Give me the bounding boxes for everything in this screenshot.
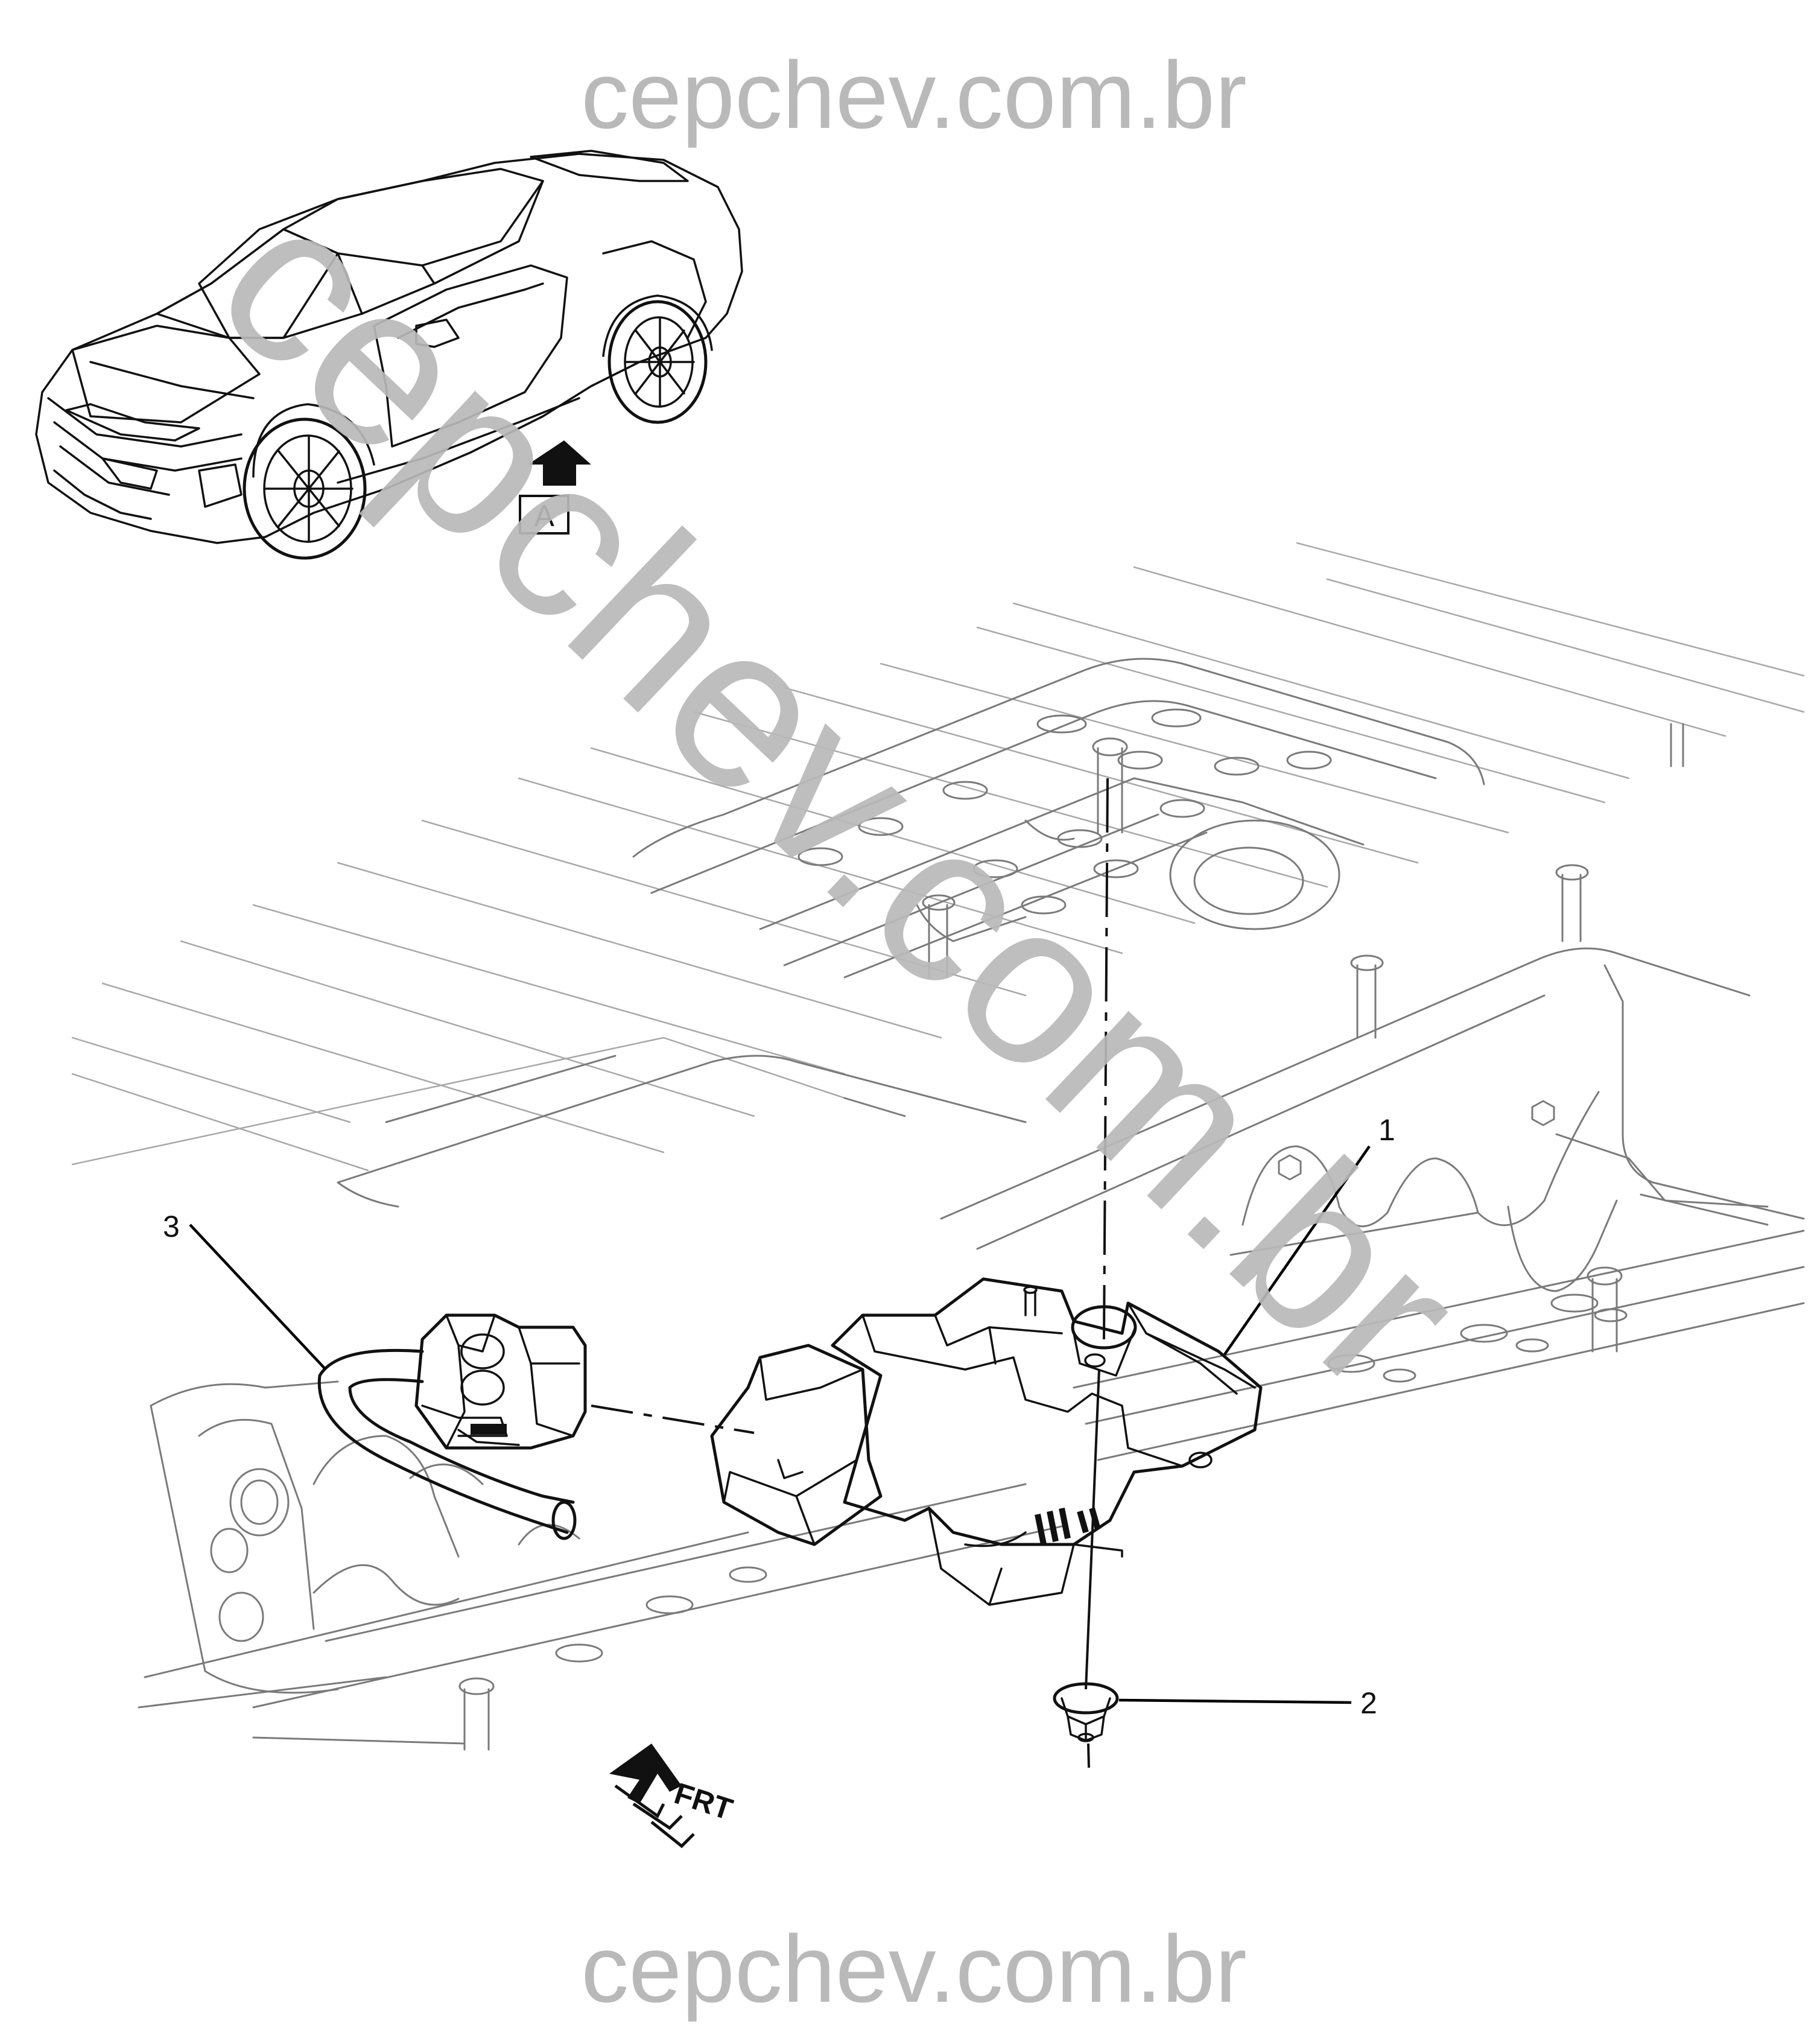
callout-2-label: 2: [1360, 1686, 1377, 1720]
front-direction-indicator: FRT: [609, 1744, 737, 1849]
callout-3: 3: [163, 1210, 327, 1371]
callout-2: 2: [1118, 1686, 1377, 1720]
view-marker-box: [519, 495, 569, 535]
alignment-lines: [591, 778, 1109, 1768]
view-direction-arrow: A: [519, 440, 591, 535]
floor-studs: [922, 723, 1684, 1353]
floor-pan-illustration: [71, 542, 1805, 1751]
callout-3-label: 3: [163, 1210, 180, 1243]
vehicle-overview-illustration: [35, 150, 743, 560]
callout-1: 1: [1223, 1113, 1395, 1356]
view-marker-label: A: [534, 499, 554, 533]
nut-part-2: [1053, 1682, 1119, 1742]
harness-connector-part-3: [317, 1313, 587, 1540]
watermark-bottom: cepchev.com.br: [581, 1916, 1247, 2022]
watermark-top: cepchev.com.br: [581, 42, 1247, 148]
watermark-diagonal: cepchev.com.br: [171, 151, 1509, 1440]
callout-1-label: 1: [1378, 1113, 1395, 1147]
